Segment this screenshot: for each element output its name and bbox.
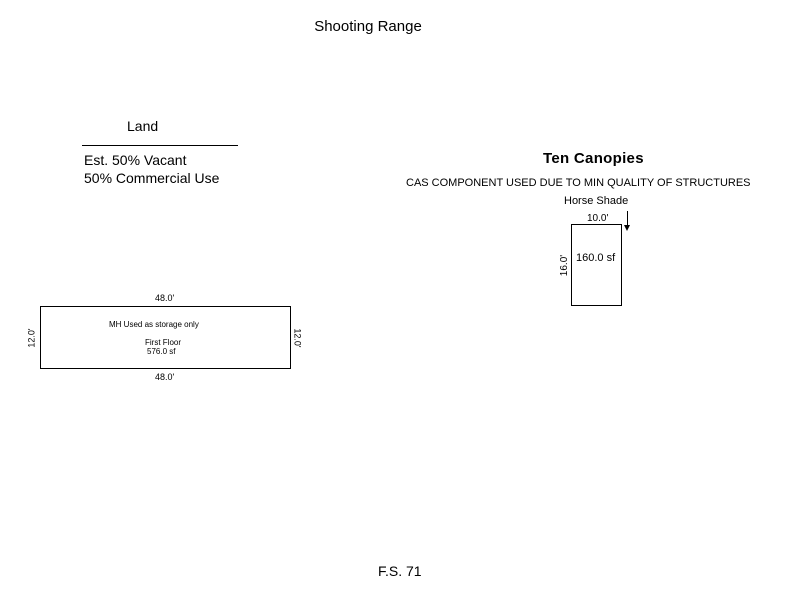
- horse-shade-area: 160.0 sf: [576, 252, 616, 264]
- arrow-down-icon: [624, 225, 630, 231]
- horse-shade-label: Horse Shade: [564, 195, 629, 207]
- land-underline: [82, 145, 238, 146]
- mh-floor-label: First Floor: [145, 338, 181, 347]
- horse-shade-outline: [571, 224, 622, 306]
- horse-shade-height-dim: 16.0': [559, 254, 571, 277]
- horse-shade-width-dim: 10.0': [587, 213, 609, 224]
- land-use-note: 50% Commercial Use: [84, 170, 220, 186]
- canopies-note: CAS COMPONENT USED DUE TO MIN QUALITY OF…: [406, 177, 751, 189]
- mh-right-dim: 12.0': [292, 328, 303, 348]
- mh-bottom-dim: 48.0': [155, 372, 175, 382]
- land-heading: Land: [127, 118, 159, 134]
- land-vacant-note: Est. 50% Vacant: [84, 152, 187, 168]
- mh-left-dim: 12.0': [26, 328, 37, 348]
- page-title: Shooting Range: [314, 18, 422, 35]
- horse-shade-arrow-line: [627, 211, 628, 228]
- canopies-heading: Ten Canopies: [543, 150, 644, 167]
- mh-outline: [40, 306, 291, 369]
- mh-storage-note: MH Used as storage only: [109, 320, 199, 329]
- mh-top-dim: 48.0': [155, 293, 175, 303]
- mh-area: 576.0 sf: [147, 347, 176, 356]
- footer-label: F.S. 71: [378, 563, 422, 579]
